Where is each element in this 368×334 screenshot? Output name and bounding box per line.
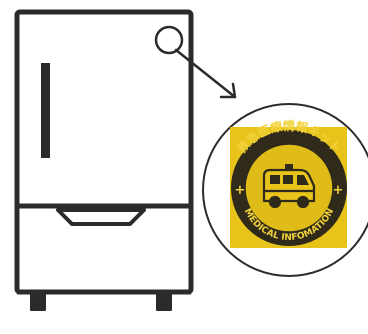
sticker-plus-right: + bbox=[333, 183, 344, 198]
arrow-icon bbox=[176, 50, 235, 97]
sticker-location-marker bbox=[156, 27, 182, 53]
fridge-upper-handle bbox=[41, 63, 50, 158]
fridge-drawer-handle bbox=[58, 210, 144, 224]
medical-sticker: 救急医療情報キット MEDICAL INFOMATION + + bbox=[230, 118, 347, 248]
fridge-right-foot bbox=[157, 293, 171, 310]
fridge-left-foot bbox=[31, 293, 45, 310]
refrigerator-icon bbox=[17, 12, 191, 310]
sticker-plus-left: + bbox=[235, 183, 246, 198]
